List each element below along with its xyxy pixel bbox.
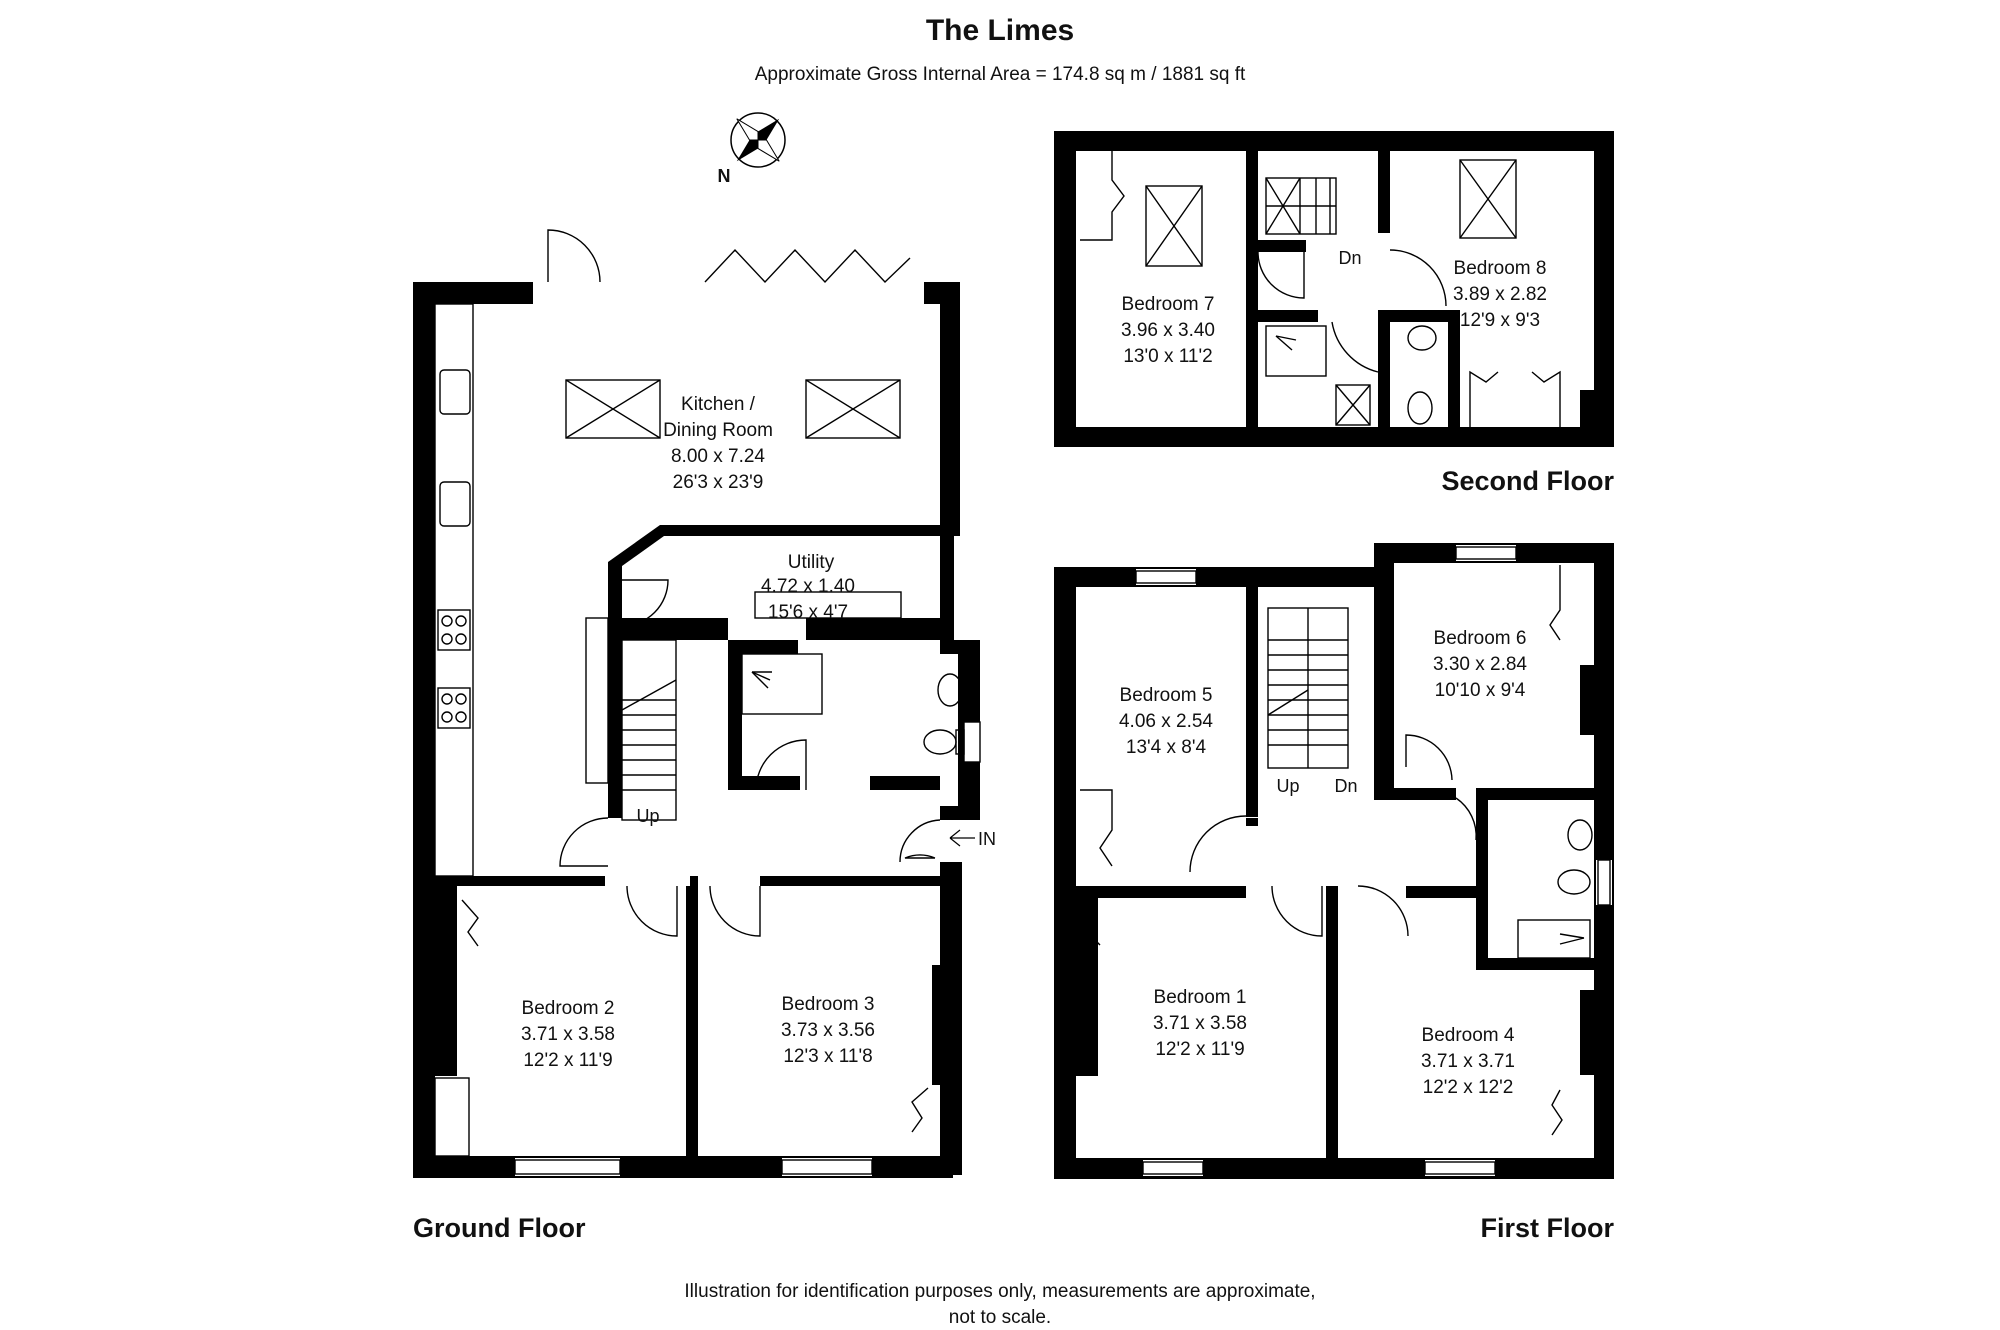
door-icon bbox=[1331, 321, 1379, 373]
bifold-door-icon bbox=[704, 248, 911, 284]
kitchen-metric: 8.00 x 7.24 bbox=[671, 446, 765, 467]
door-icon bbox=[1405, 734, 1453, 781]
skylight-icon bbox=[565, 379, 661, 439]
first-stairs-dn-label: Dn bbox=[1334, 776, 1357, 796]
bedroom3-metric: 3.73 x 3.56 bbox=[781, 1020, 875, 1041]
utility-imperial: 15'6 x 4'7 bbox=[768, 602, 848, 623]
staircase-icon bbox=[621, 639, 677, 821]
bedroom1-imperial: 12'2 x 11'9 bbox=[1155, 1039, 1244, 1060]
kitchen-name-line2: Dining Room bbox=[663, 420, 773, 441]
bedroom8-name: Bedroom 8 bbox=[1454, 258, 1547, 279]
basin-icon bbox=[1567, 819, 1593, 851]
bedroom4-name: Bedroom 4 bbox=[1422, 1025, 1515, 1046]
bedroom6-imperial: 10'10 x 9'4 bbox=[1435, 680, 1526, 701]
door-icon bbox=[559, 817, 609, 867]
toilet-icon bbox=[1557, 869, 1591, 895]
first-floor-plan: Up Dn Bedroom 5 4.06 x 2.54 13'4 x 8'4 B… bbox=[1054, 543, 1614, 1179]
wardrobe-icon bbox=[1531, 370, 1561, 427]
skylight-icon bbox=[1459, 159, 1517, 239]
door-icon bbox=[755, 739, 807, 791]
bedroom4-imperial: 12'2 x 12'2 bbox=[1423, 1077, 1514, 1098]
first-floor-label: First Floor bbox=[1481, 1213, 1615, 1243]
bedroom1-name: Bedroom 1 bbox=[1154, 987, 1247, 1008]
bedroom3-imperial: 12'3 x 11'8 bbox=[783, 1046, 872, 1067]
second-stairs-dn-label: Dn bbox=[1338, 248, 1361, 268]
bedroom2-name: Bedroom 2 bbox=[522, 998, 615, 1019]
ground-floor-label: Ground Floor bbox=[413, 1213, 586, 1243]
bedroom6-name: Bedroom 6 bbox=[1434, 628, 1527, 649]
first-stairs-up-label: Up bbox=[1276, 776, 1299, 796]
bedroom5-imperial: 13'4 x 8'4 bbox=[1126, 737, 1207, 758]
compass-north-label: N bbox=[718, 166, 731, 186]
door-icon bbox=[899, 819, 941, 863]
bedroom2-imperial: 12'2 x 11'9 bbox=[523, 1050, 612, 1071]
door-icon bbox=[547, 229, 601, 283]
second-floor-label: Second Floor bbox=[1441, 466, 1614, 496]
plan-title: The Limes bbox=[926, 14, 1074, 47]
hob-icon bbox=[437, 687, 471, 729]
wardrobe-icon bbox=[1080, 151, 1125, 241]
bedroom5-name: Bedroom 5 bbox=[1120, 685, 1213, 706]
kitchen-name: Kitchen / bbox=[681, 394, 756, 415]
wardrobe-icon bbox=[1080, 789, 1113, 867]
basin-icon bbox=[937, 673, 963, 707]
staircase-icon bbox=[1267, 607, 1349, 769]
basin-icon bbox=[1407, 325, 1437, 351]
entrance-arrow-icon bbox=[949, 829, 975, 847]
bedroom8-imperial: 12'9 x 9'3 bbox=[1460, 310, 1540, 331]
disclaimer-line2: not to scale. bbox=[949, 1307, 1051, 1328]
ground-floor-plan: IN Kitchen / Dining Room 8.00 x 7.24 26'… bbox=[413, 229, 996, 1178]
staircase-icon bbox=[1265, 177, 1337, 235]
wardrobe-icon bbox=[461, 899, 479, 947]
gross-area: Approximate Gross Internal Area = 174.8 … bbox=[755, 64, 1246, 85]
bedroom1-metric: 3.71 x 3.58 bbox=[1153, 1013, 1247, 1034]
kitchen-imperial: 26'3 x 23'9 bbox=[673, 472, 764, 493]
door-icon bbox=[1271, 885, 1323, 937]
compass-rose-icon bbox=[730, 112, 786, 168]
bedroom2-metric: 3.71 x 3.58 bbox=[521, 1024, 615, 1045]
skylight-icon bbox=[1145, 185, 1203, 267]
skylight-icon bbox=[1335, 384, 1371, 426]
bedroom7-metric: 3.96 x 3.40 bbox=[1121, 320, 1215, 341]
wardrobe-icon bbox=[911, 1087, 929, 1133]
bedroom5-metric: 4.06 x 2.54 bbox=[1119, 711, 1213, 732]
toilet-icon bbox=[1407, 391, 1433, 425]
wardrobe-icon bbox=[1551, 1089, 1563, 1136]
shower-icon bbox=[741, 653, 823, 715]
door-icon bbox=[626, 885, 678, 937]
wardrobe-icon bbox=[1549, 565, 1561, 641]
wardrobe-icon bbox=[1079, 897, 1101, 946]
bath-icon bbox=[1517, 919, 1591, 959]
utility-name: Utility bbox=[788, 552, 835, 573]
disclaimer-line1: Illustration for identification purposes… bbox=[684, 1281, 1315, 1302]
bedroom3-name: Bedroom 3 bbox=[782, 994, 875, 1015]
utility-metric: 4.72 x 1.40 bbox=[761, 576, 855, 597]
bedroom4-metric: 3.71 x 3.71 bbox=[1421, 1051, 1515, 1072]
skylight-icon bbox=[805, 379, 901, 439]
door-icon bbox=[709, 885, 761, 937]
entrance-label: IN bbox=[978, 829, 996, 849]
bedroom7-name: Bedroom 7 bbox=[1122, 294, 1215, 315]
shower-icon bbox=[1265, 325, 1327, 377]
hob-icon bbox=[437, 609, 471, 651]
door-icon bbox=[1389, 249, 1447, 307]
door-icon bbox=[1455, 797, 1477, 841]
door-icon bbox=[904, 854, 936, 859]
door-icon bbox=[1357, 885, 1409, 937]
second-floor-plan: Dn Bedroom 7 3.96 x bbox=[1054, 131, 1614, 447]
bedroom7-imperial: 13'0 x 11'2 bbox=[1123, 346, 1212, 367]
ground-stairs-up-label: Up bbox=[636, 806, 659, 826]
bedroom6-metric: 3.30 x 2.84 bbox=[1433, 654, 1527, 675]
wardrobe-icon bbox=[1469, 370, 1499, 427]
door-icon bbox=[1189, 815, 1247, 873]
door-icon bbox=[621, 579, 669, 627]
toilet-icon bbox=[923, 729, 965, 755]
door-icon bbox=[1257, 251, 1305, 299]
bedroom8-metric: 3.89 x 2.82 bbox=[1453, 284, 1547, 305]
